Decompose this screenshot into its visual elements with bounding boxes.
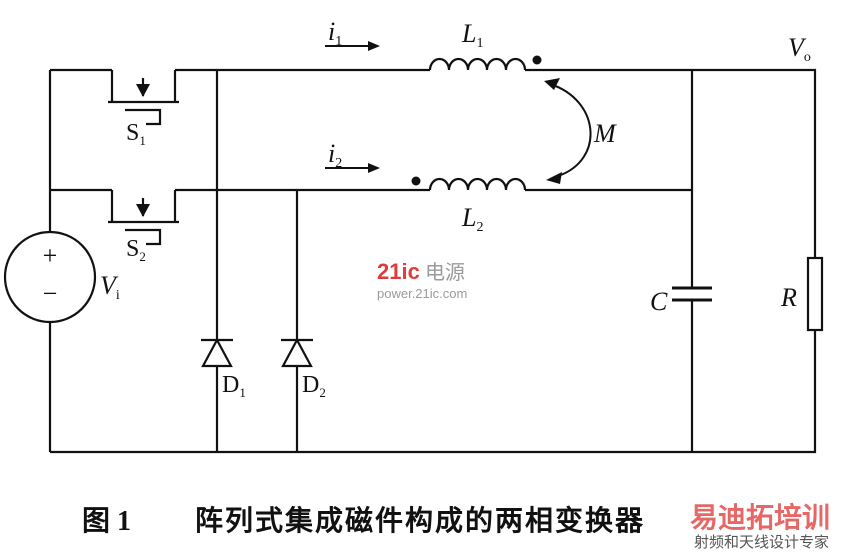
label-i1: i1: [328, 17, 342, 49]
label-minus: −: [43, 279, 58, 308]
inductor-l2: [428, 177, 527, 191]
label-vo: Vo: [788, 33, 811, 65]
watermark-url: power.21ic.com: [377, 286, 467, 301]
i1-arrow-head: [368, 41, 380, 51]
label-d2: D2: [302, 372, 326, 400]
mosfet-s1: [108, 70, 179, 126]
diode-d1: [201, 337, 233, 368]
wire-top-right: [525, 68, 817, 258]
inductor-l1: [428, 57, 527, 71]
watermark-corner-bottom: 射频和天线设计专家: [694, 534, 829, 551]
label-plus: +: [43, 241, 58, 270]
voltage-source: [3, 230, 97, 324]
mutual-arrow-top: [544, 78, 560, 90]
caption-number: 图 1: [82, 506, 131, 537]
watermark-brand-cn: 电源: [425, 261, 465, 284]
label-r: R: [780, 283, 797, 312]
label-i2: i2: [328, 139, 342, 171]
label-l2: L2: [461, 203, 483, 235]
label-l1: L1: [461, 19, 483, 51]
label-vi: Vi: [100, 271, 120, 303]
watermark-corner-top: 易迪拓培训: [690, 501, 830, 533]
label-s2: S2: [126, 236, 146, 264]
diode-d2: [281, 337, 313, 368]
mosfet-s1-arrow: [136, 84, 150, 97]
wire-bottom: [50, 330, 817, 454]
caption-text: 阵列式集成磁件构成的两相变换器: [195, 504, 645, 537]
capacitor-c: [672, 286, 712, 302]
dot-l1: [532, 55, 542, 65]
resistor-r: [806, 256, 824, 332]
mosfet-s2-arrow: [136, 204, 150, 217]
mutual-arrow-bottom: [546, 172, 562, 184]
label-c: C: [650, 287, 668, 316]
watermark-brand-num: 21ic: [377, 259, 420, 284]
dot-l2: [411, 176, 421, 186]
label-m: M: [593, 119, 617, 148]
mutual-arc: [549, 83, 592, 177]
i2-arrow-head: [368, 163, 380, 173]
label-d1: D1: [222, 372, 246, 400]
mosfet-s2: [108, 190, 179, 246]
label-s1: S1: [126, 120, 146, 148]
